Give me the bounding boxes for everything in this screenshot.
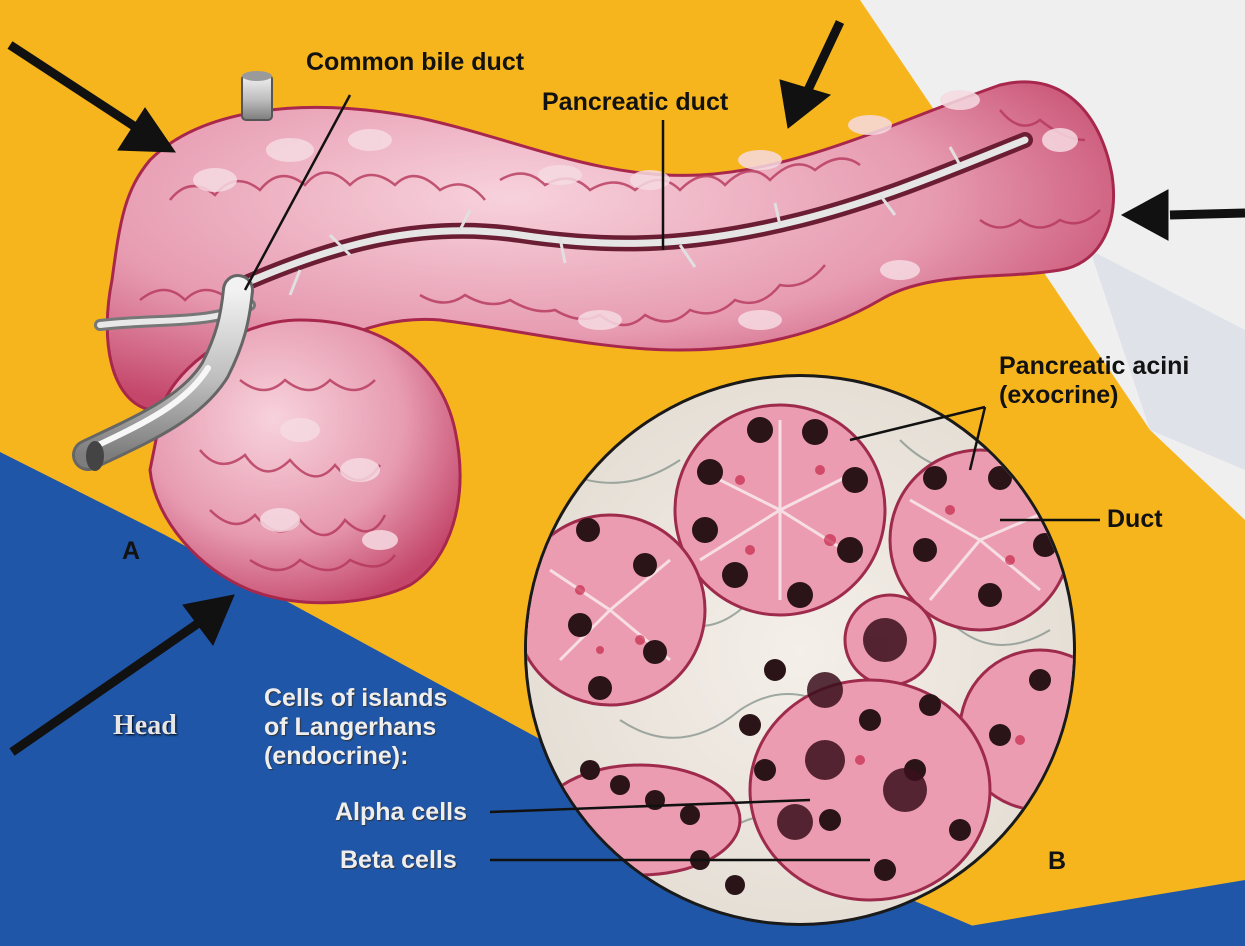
pancreatic-acini-line1: Pancreatic acini bbox=[999, 352, 1189, 381]
panel-a-label: A bbox=[122, 537, 140, 566]
head-label: Head bbox=[113, 710, 177, 742]
islands-line1: Cells of islands bbox=[264, 684, 447, 713]
alpha-cells-label: Alpha cells bbox=[335, 798, 467, 827]
panel-b-label: B bbox=[1048, 847, 1066, 876]
islands-line3: (endocrine): bbox=[264, 742, 447, 771]
common-bile-duct-label: Common bile duct bbox=[306, 48, 524, 77]
islands-label: Cells of islands of Langerhans (endocrin… bbox=[264, 684, 447, 770]
pancreatic-duct-label: Pancreatic duct bbox=[542, 88, 728, 117]
beta-cells-label: Beta cells bbox=[340, 846, 457, 875]
duct-label: Duct bbox=[1107, 505, 1163, 534]
pancreatic-acini-line2: (exocrine) bbox=[999, 381, 1189, 410]
islands-line2: of Langerhans bbox=[264, 713, 447, 742]
pancreatic-acini-label: Pancreatic acini (exocrine) bbox=[999, 352, 1189, 410]
